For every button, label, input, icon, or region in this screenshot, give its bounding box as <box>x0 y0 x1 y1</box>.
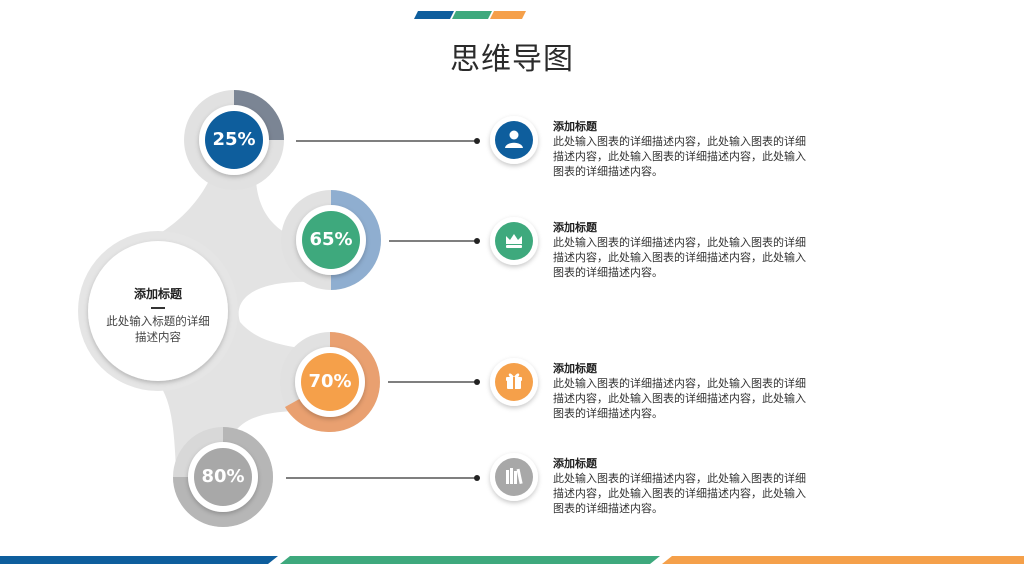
item-desc-3-line1: 此处输入图表的详细描述内容，此处输入图表的详细 <box>553 377 806 390</box>
node-core-2 <box>302 211 360 269</box>
item-desc-3-line2: 描述内容，此处输入图表的详细描述内容，此处输入 <box>553 392 806 405</box>
item-desc-1-line1: 此处输入图表的详细描述内容，此处输入图表的详细 <box>553 135 806 148</box>
crown-icon <box>506 234 522 248</box>
center-description-line1: 此处输入标题的详细 <box>106 314 210 328</box>
item-desc-2-line2: 描述内容，此处输入图表的详细描述内容，此处输入 <box>553 251 806 264</box>
node-core-4 <box>194 448 252 506</box>
item-title-1: 添加标题 <box>553 120 597 133</box>
item-desc-4-line1: 此处输入图表的详细描述内容，此处输入图表的详细 <box>553 472 806 485</box>
books-icon <box>506 468 523 485</box>
bottom-bar-blue <box>0 556 278 564</box>
item-text-1: 添加标题 此处输入图表的详细描述内容，此处输入图表的详细 描述内容，此处输入图表… <box>553 120 853 179</box>
icon-badge-1 <box>495 121 533 159</box>
item-desc-1-line3: 图表的详细描述内容。 <box>553 165 663 178</box>
top-stripe-green <box>452 11 492 19</box>
center-description-line2: 描述内容 <box>135 330 181 344</box>
node-percent-3: 70% <box>308 371 352 392</box>
item-title-3: 添加标题 <box>553 362 597 375</box>
item-text-3: 添加标题 此处输入图表的详细描述内容，此处输入图表的详细 描述内容，此处输入图表… <box>553 362 853 421</box>
item-desc-4-line3: 图表的详细描述内容。 <box>553 502 663 515</box>
top-stripe-orange <box>490 11 526 19</box>
center-title: 添加标题 <box>133 287 182 301</box>
node-percent-4: 80% <box>201 466 245 487</box>
center-node <box>88 241 228 381</box>
connector-dot-4 <box>474 475 480 481</box>
user-icon <box>505 130 523 148</box>
item-text-2: 添加标题 此处输入图表的详细描述内容，此处输入图表的详细 描述内容，此处输入图表… <box>553 221 853 280</box>
bottom-bar <box>0 556 1024 564</box>
top-accent-stripes <box>414 11 526 19</box>
bottom-bar-orange <box>662 556 1024 564</box>
item-desc-2-line1: 此处输入图表的详细描述内容，此处输入图表的详细 <box>553 236 806 249</box>
connector-dot-1 <box>474 138 480 144</box>
item-desc-3-line3: 图表的详细描述内容。 <box>553 407 663 420</box>
node-core-3 <box>301 353 359 411</box>
bottom-bar-green <box>280 556 660 564</box>
item-title-4: 添加标题 <box>553 457 597 470</box>
item-desc-1-line2: 描述内容，此处输入图表的详细描述内容，此处输入 <box>553 150 806 163</box>
connector-dots <box>474 138 480 481</box>
gift-icon <box>506 373 522 389</box>
item-desc-4-line2: 描述内容，此处输入图表的详细描述内容，此处输入 <box>553 487 806 500</box>
item-text-4: 添加标题 此处输入图表的详细描述内容，此处输入图表的详细 描述内容，此处输入图表… <box>553 457 853 516</box>
icon-badges <box>490 116 538 501</box>
node-percent-1: 25% <box>212 129 256 150</box>
center-node-text: 添加标题 此处输入标题的详细 描述内容 <box>88 285 228 345</box>
item-title-2: 添加标题 <box>553 221 597 234</box>
connector-lines <box>286 140 476 479</box>
item-desc-2-line3: 图表的详细描述内容。 <box>553 266 663 279</box>
top-stripe-blue <box>414 11 454 19</box>
center-divider <box>151 307 165 309</box>
connector-dot-2 <box>474 238 480 244</box>
node-percent-2: 65% <box>309 229 353 250</box>
node-core-1 <box>205 111 263 169</box>
connector-dot-3 <box>474 379 480 385</box>
page-title: 思维导图 <box>450 42 574 77</box>
